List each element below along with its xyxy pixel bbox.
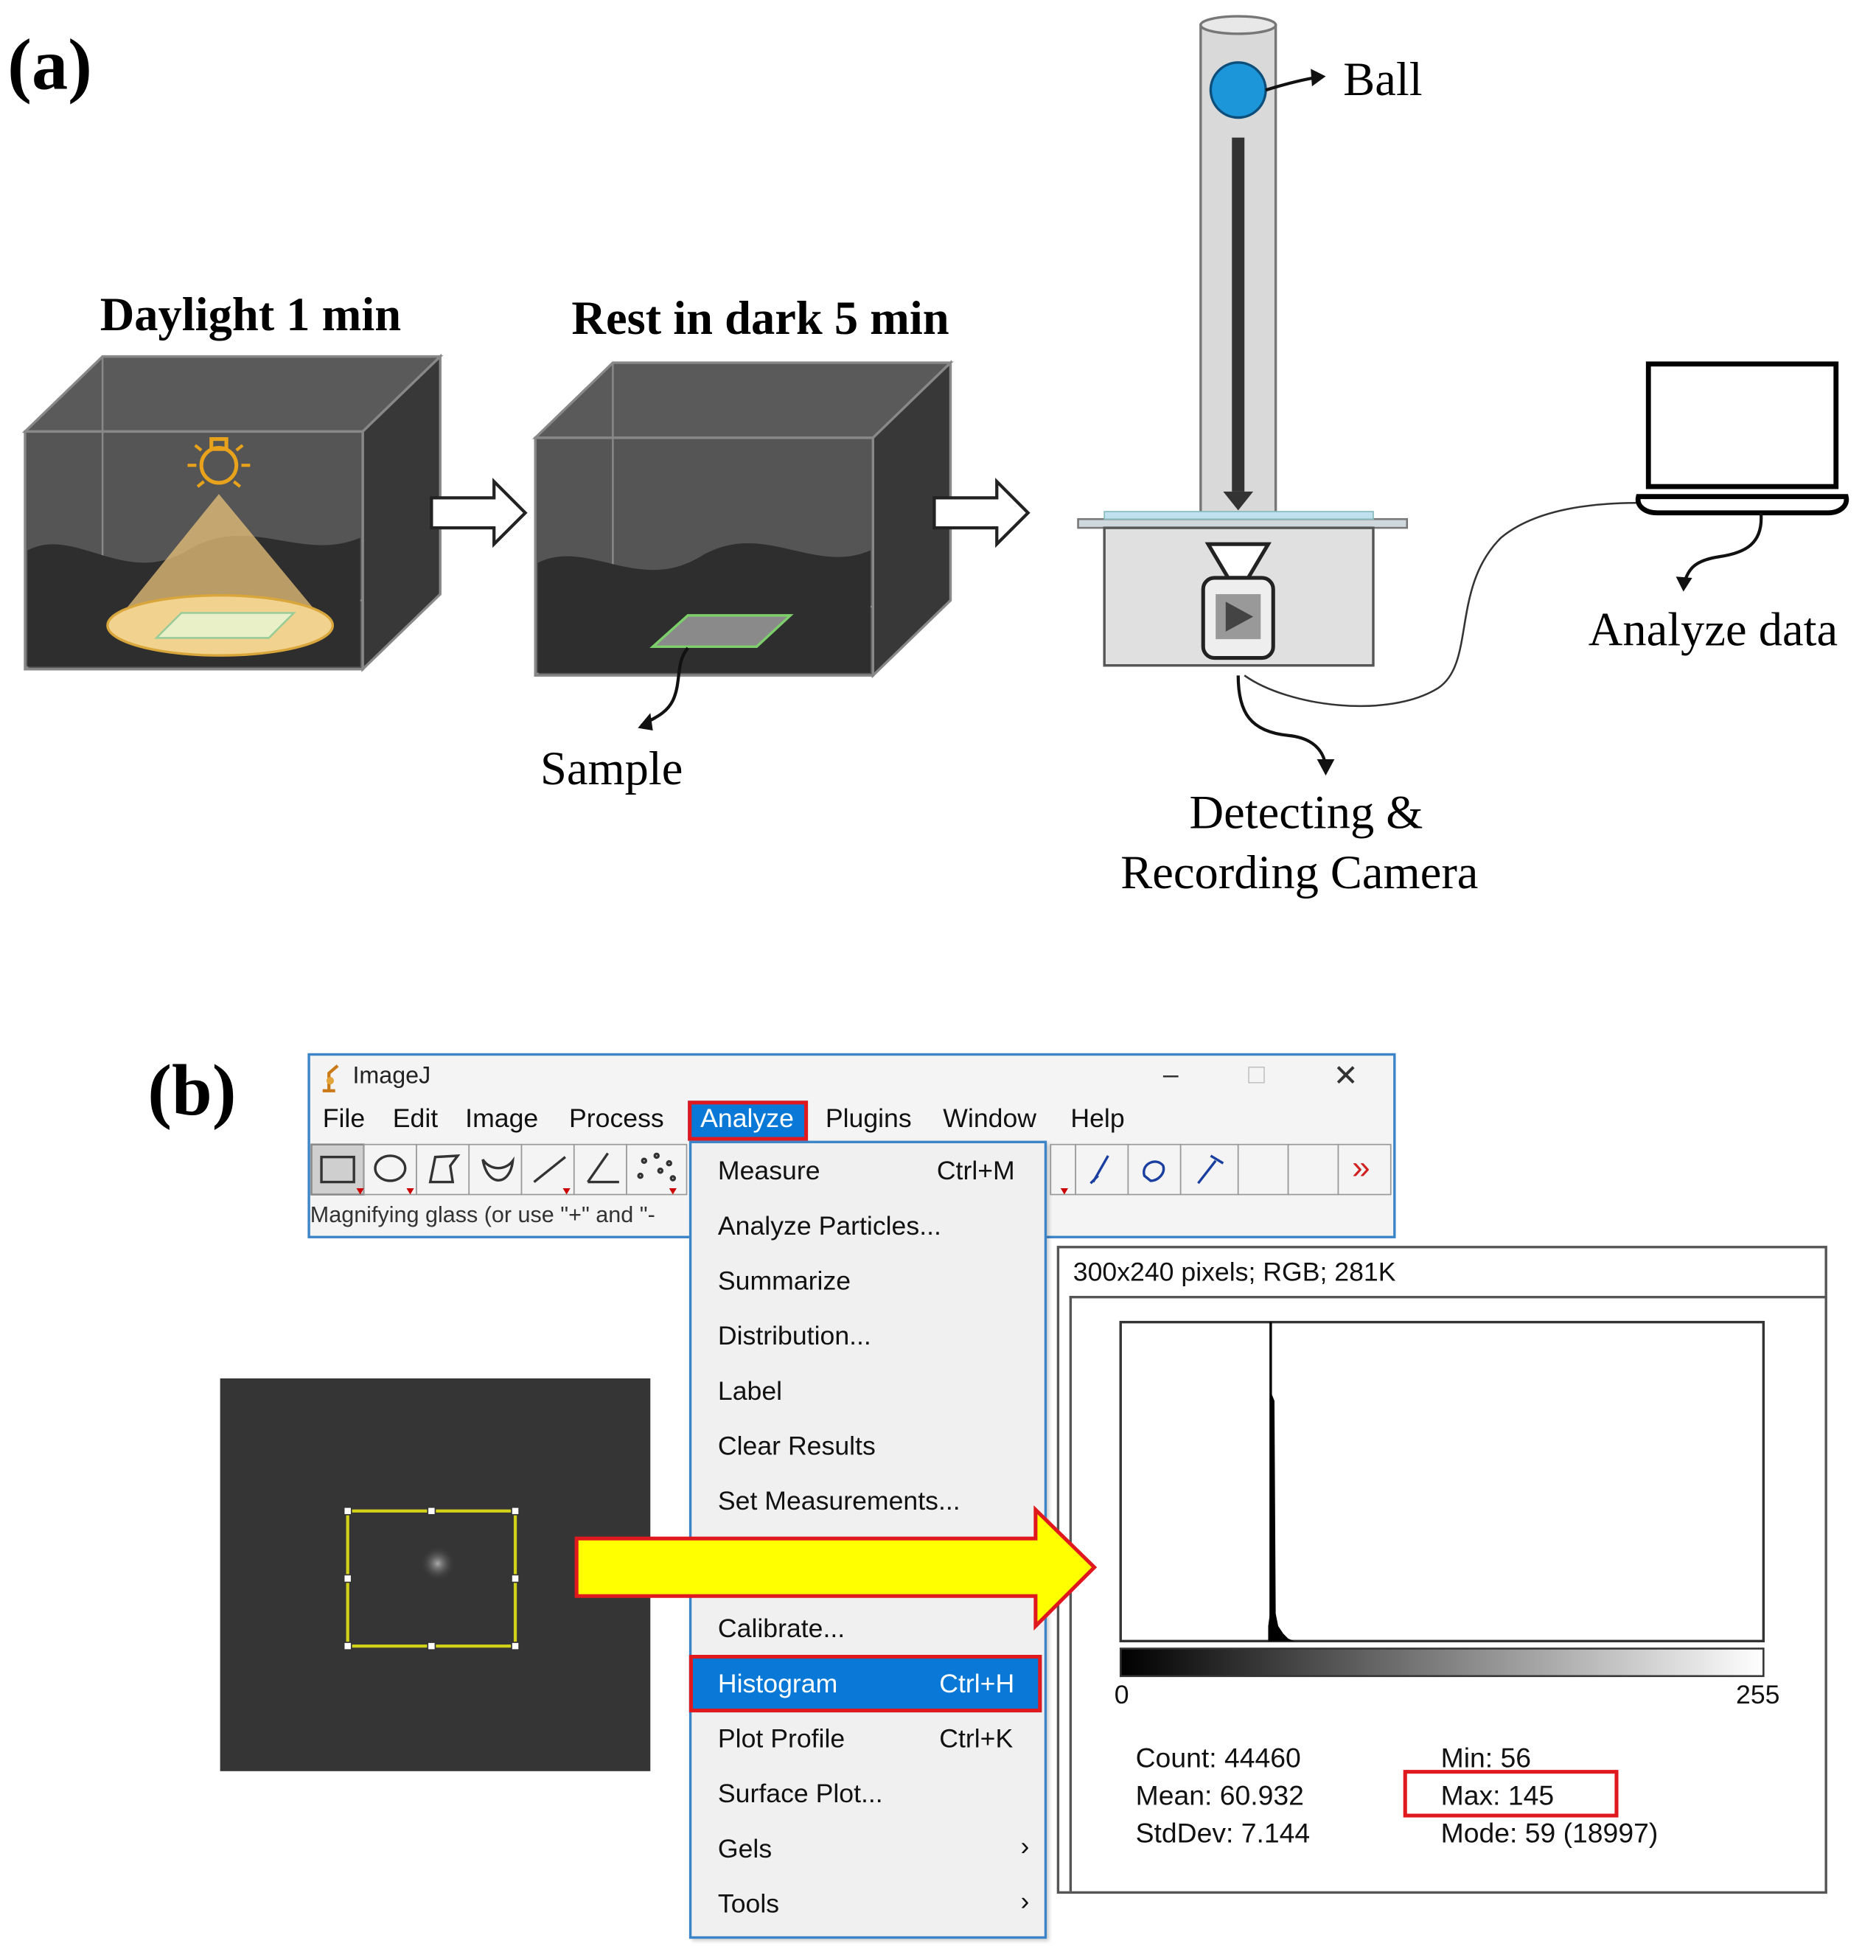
menu-help[interactable]: Help: [1070, 1104, 1125, 1134]
submenu-arrow-tools: ›: [1020, 1887, 1030, 1917]
stat-mean: Mean: 60.932: [1135, 1779, 1304, 1812]
shortcut-plot-profile: Ctrl+K: [939, 1725, 1014, 1754]
camera-label-line1: Detecting &: [1189, 787, 1423, 840]
ball-label: Ball: [1343, 53, 1423, 107]
menu-plugins[interactable]: Plugins: [825, 1104, 912, 1134]
stat-mode: Mode: 59 (18997): [1440, 1817, 1659, 1849]
menu-process[interactable]: Process: [568, 1104, 664, 1134]
menu-image[interactable]: Image: [465, 1104, 539, 1134]
hand-tool-icon: [1143, 1160, 1165, 1182]
menu-item-measure[interactable]: Measure: [717, 1157, 820, 1186]
menu-item-label[interactable]: Label: [717, 1377, 783, 1406]
rectangle-tool-icon: [320, 1155, 355, 1184]
menu-item-set-measurements[interactable]: Set Measurements...: [717, 1487, 960, 1516]
dropper-tool-icon: [1197, 1154, 1224, 1185]
shortcut-histogram: Ctrl+H: [939, 1670, 1015, 1699]
panel-a-label: (a): [7, 24, 92, 105]
sample-label: Sample: [540, 742, 683, 796]
maximize-button[interactable]: □: [1248, 1058, 1265, 1089]
menu-item-surface-plot[interactable]: Surface Plot...: [717, 1779, 883, 1809]
menu-analyze-highlight: [688, 1101, 809, 1141]
toolbar-more-button[interactable]: »: [1352, 1148, 1370, 1186]
oval-tool-icon: [374, 1154, 407, 1182]
minimize-button[interactable]: –: [1162, 1058, 1179, 1089]
step1-title: Daylight 1 min: [100, 288, 402, 342]
histogram-axis-max: 255: [1736, 1681, 1780, 1710]
menu-item-histogram[interactable]: Histogram: [717, 1670, 838, 1699]
polygon-tool-icon: [428, 1154, 461, 1184]
menu-item-gels[interactable]: Gels: [717, 1835, 773, 1864]
histogram-header: 300x240 pixels; RGB; 281K: [1073, 1258, 1396, 1288]
menu-item-plot-profile[interactable]: Plot Profile: [717, 1725, 845, 1754]
submenu-arrow-gels: ›: [1020, 1832, 1030, 1861]
menu-edit[interactable]: Edit: [392, 1104, 439, 1134]
menu-window[interactable]: Window: [943, 1104, 1037, 1134]
stat-max: Max: 145: [1440, 1779, 1555, 1812]
camera-label-line2: Recording Camera: [1120, 846, 1479, 900]
menu-item-tools[interactable]: Tools: [717, 1890, 780, 1919]
status-bar-text: Magnifying glass (or use "+" and "-: [310, 1202, 655, 1227]
menu-item-distribution[interactable]: Distribution...: [717, 1322, 871, 1351]
step2-title: Rest in dark 5 min: [571, 293, 949, 346]
menu-item-summarize[interactable]: Summarize: [717, 1266, 851, 1296]
line-tool-icon: [533, 1156, 566, 1183]
menu-item-clear-results[interactable]: Clear Results: [717, 1431, 876, 1461]
laptop-icon: [1645, 361, 1839, 489]
stat-stddev: StdDev: 7.144: [1135, 1817, 1311, 1849]
menu-item-calibrate[interactable]: Calibrate...: [717, 1614, 845, 1644]
freehand-tool-icon: [481, 1156, 515, 1182]
histogram-menu-highlight: [688, 1654, 1042, 1713]
stat-count: Count: 44460: [1135, 1742, 1301, 1774]
analyze-data-label: Analyze data: [1588, 604, 1838, 657]
histogram-axis-min: 0: [1114, 1681, 1129, 1710]
window-title: ImageJ: [352, 1063, 431, 1089]
stat-max-highlight: [1403, 1770, 1619, 1818]
angle-tool-icon: [587, 1152, 619, 1184]
close-button[interactable]: ✕: [1333, 1059, 1359, 1094]
menu-item-analyze-particles[interactable]: Analyze Particles...: [717, 1212, 941, 1241]
panel-b-label: (b): [147, 1049, 237, 1131]
brush-tool-icon: [1089, 1155, 1109, 1185]
multipoint-tool-icon: [637, 1152, 677, 1182]
shortcut-measure: Ctrl+M: [936, 1157, 1015, 1186]
stat-min: Min: 56: [1440, 1742, 1532, 1774]
menu-file[interactable]: File: [322, 1104, 366, 1134]
menu-analyze[interactable]: Analyze: [700, 1104, 794, 1134]
